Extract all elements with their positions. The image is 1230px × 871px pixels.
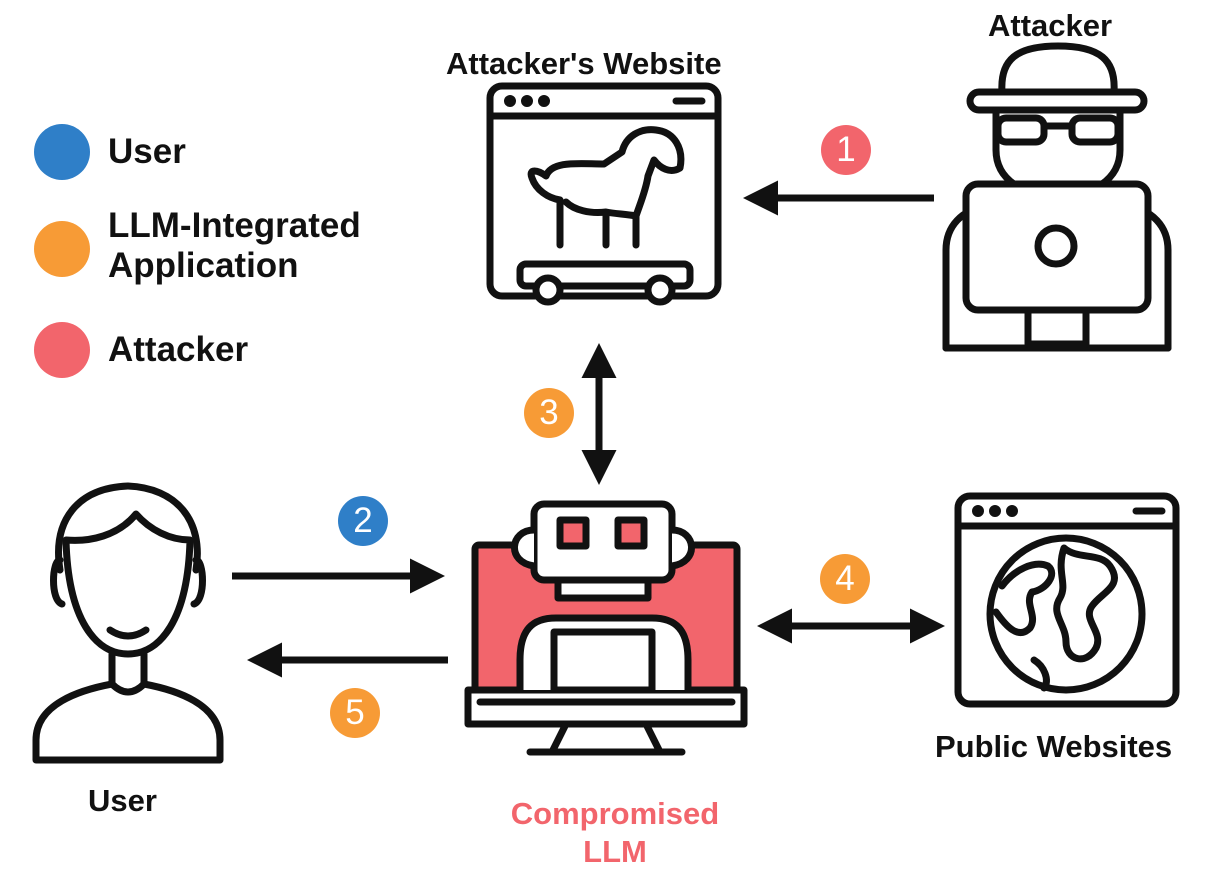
user-icon — [32, 482, 224, 764]
step-badge-3: 3 — [524, 388, 574, 438]
legend-label-attacker: Attacker — [108, 330, 249, 369]
compromised-llm-label-line1: Compromised — [510, 796, 720, 831]
public-websites-label: Public Websites — [935, 729, 1173, 764]
legend-label-user: User — [108, 132, 186, 171]
step-badge-4: 4 — [820, 554, 870, 604]
robot-monitor-icon — [464, 500, 748, 756]
attacker-label: Attacker — [988, 8, 1113, 43]
user-label: User — [88, 783, 157, 818]
arrows — [232, 180, 945, 678]
hacker-laptop-icon — [942, 42, 1172, 352]
attacker-website-label: Attacker's Website — [446, 46, 722, 81]
legend-dot-attacker — [34, 322, 90, 378]
legend-label-app: LLM-Integrated Application — [108, 206, 361, 285]
trojan-horse-browser-icon — [486, 82, 722, 306]
step-badge-1: 1 — [821, 125, 871, 175]
step-badge-5: 5 — [330, 688, 380, 738]
step-badge-2: 2 — [338, 496, 388, 546]
legend-dot-app — [34, 221, 90, 277]
globe-browser-icon — [954, 492, 1180, 708]
legend-dot-user — [34, 124, 90, 180]
compromised-llm-label-line2: LLM — [583, 834, 647, 869]
